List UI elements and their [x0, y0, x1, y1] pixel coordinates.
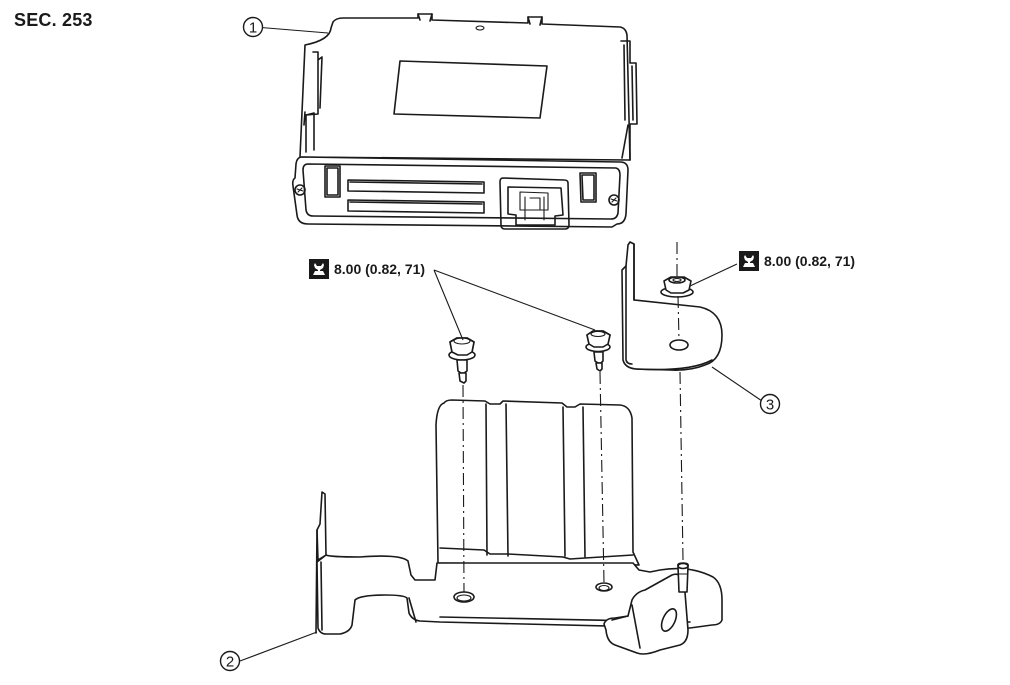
section-label: SEC. 253 [14, 10, 93, 30]
centerline-nut [676, 242, 684, 561]
svg-text:1: 1 [249, 20, 257, 37]
svg-text:2: 2 [226, 654, 234, 671]
label-window [393, 60, 548, 119]
bolt-left [448, 337, 476, 384]
torque-wrench-icon [739, 251, 759, 271]
bolt-right [585, 330, 611, 372]
torque-spec-nut: 8.00 (0.82, 71) [739, 251, 855, 271]
callout-2: 2 [219, 650, 241, 672]
control-unit [291, 13, 638, 230]
svg-text:3: 3 [766, 397, 774, 414]
mounting-bracket-main [315, 399, 723, 655]
callout-3: 3 [759, 393, 781, 415]
mounting-bracket-small [621, 241, 723, 371]
nut [660, 276, 694, 298]
centerline-bolt-right [599, 371, 605, 584]
torque-value: 8.00 (0.82, 71) [334, 261, 426, 277]
callout-1: 1 [242, 16, 264, 38]
torque-value: 8.00 (0.82, 71) [764, 253, 856, 269]
torque-spec-bolts: 8.00 (0.82, 71) [309, 259, 425, 279]
torque-wrench-icon [309, 259, 329, 279]
